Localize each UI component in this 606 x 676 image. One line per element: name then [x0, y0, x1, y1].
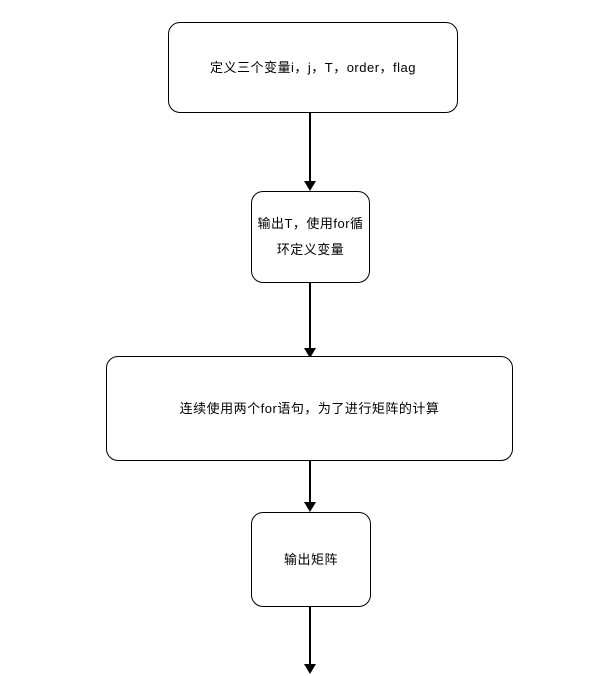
flow-arrow-3 — [304, 461, 317, 512]
flow-arrow-1 — [304, 113, 317, 191]
flow-arrow-exit — [304, 607, 317, 674]
arrow-shaft — [309, 607, 311, 664]
node-label: 定义三个变量i，j，T，order，flag — [209, 59, 417, 75]
flowchart-node-define-variables: 定义三个变量i，j，T，order，flag — [168, 22, 458, 113]
flowchart-node-output-t-for-loop: 输出T，使用for循环定义变量 — [251, 191, 370, 283]
arrowhead-down-icon — [304, 664, 316, 674]
arrowhead-down-icon — [304, 181, 316, 191]
node-label: 输出T，使用for循环定义变量 — [257, 216, 364, 257]
arrow-shaft — [309, 461, 311, 502]
node-label: 连续使用两个for语句，为了进行矩阵的计算 — [179, 400, 440, 416]
flow-arrow-2 — [304, 283, 317, 358]
arrow-shaft — [309, 283, 311, 348]
flowchart-node-output-matrix: 输出矩阵 — [251, 512, 371, 607]
arrowhead-down-icon — [304, 502, 316, 512]
flowchart-node-double-for-matrix: 连续使用两个for语句，为了进行矩阵的计算 — [106, 356, 513, 461]
arrow-shaft — [309, 113, 311, 181]
arrowhead-down-icon — [304, 348, 316, 358]
node-label: 输出矩阵 — [283, 551, 338, 567]
